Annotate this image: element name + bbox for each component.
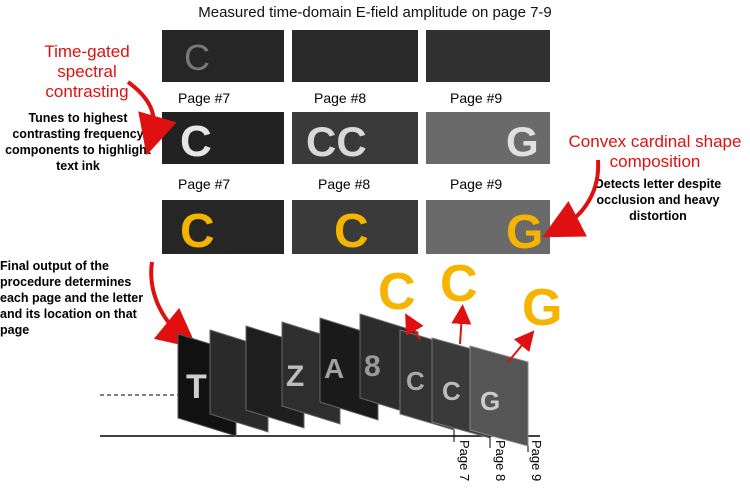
arrow-final-output [149,261,198,349]
tile-row3-page7: C [162,200,284,254]
stack-letter: C [442,376,461,406]
detected-letter-page9: G [522,279,563,337]
time-gated-note: Tunes to highest contrasting frequency c… [5,111,151,173]
tile-row2-page8: CC [292,112,418,164]
page-stack: T Z A 8 C C G [177,313,529,447]
convex-cardinal-label: Convex cardinal shape composition [568,132,742,171]
tile-row1-page9 [426,30,550,82]
row2-label-page7: Page #7 [178,90,231,106]
tile-row2-page7: C [162,112,284,164]
pointer-page7 [405,313,424,341]
axis-label-page9: Page 9 [529,440,544,482]
tile-row3-page8: C [292,200,418,254]
row3-label-page9: Page #9 [450,176,503,192]
tile-row3-page9: G [426,200,550,254]
pointer-page8 [451,304,472,345]
figure-title: Measured time-domain E-field amplitude o… [198,4,552,21]
row3-label-page8: Page #8 [318,176,371,192]
row2-label-page9: Page #9 [450,90,503,106]
time-gated-label: Time-gated spectral contrasting [44,42,130,101]
tile-row1-page7: C [162,30,284,82]
arrow-convex-cardinal [542,159,601,238]
tile-row1-page8 [292,30,418,82]
tile-letter: C [180,117,212,164]
stack-letter: C [406,366,425,396]
detected-letter-page8: C [440,255,478,313]
stack-letter: 8 [364,350,381,383]
tile-letter: CC [306,118,367,164]
axis-label-page8: Page 8 [493,440,508,482]
tile-letter: C [180,205,215,254]
pointer-page9 [507,330,535,363]
stack-letter: G [480,386,500,416]
arrow-time-gated [126,80,177,156]
convex-cardinal-note: Detects letter despite occlusion and hea… [594,177,722,223]
tile-letter: G [506,206,543,254]
stack-letter: T [186,368,207,406]
tile-letter: C [184,37,210,78]
tile-letter: G [506,118,539,164]
axis-label-page7: Page 7 [457,440,472,482]
detected-letter-page7: C [378,263,416,321]
row2-label-page8: Page #8 [314,90,367,106]
stack-letter: Z [286,360,304,393]
tile-letter: C [334,205,369,254]
row3-label-page7: Page #7 [178,176,231,192]
tile-row2-page9: G [426,112,550,164]
final-output-note: Final output of the procedure determines… [0,259,144,337]
stack-letter: A [324,353,344,384]
